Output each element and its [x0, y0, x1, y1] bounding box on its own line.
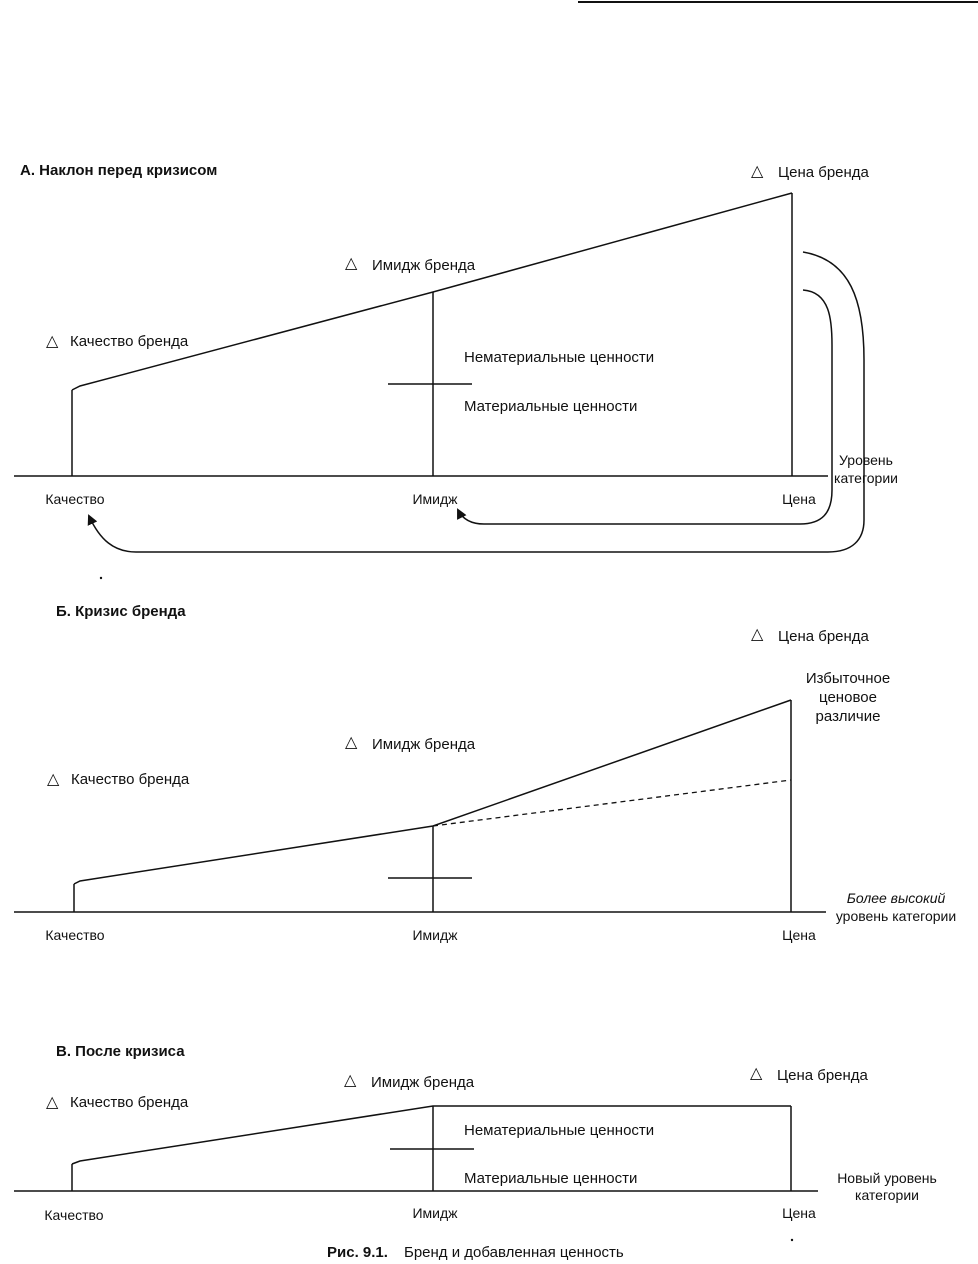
panel-b: Б. Кризис бренда △ Качество бренда △ Ими…	[14, 603, 956, 943]
panel-c-title: В. После кризиса	[56, 1043, 185, 1060]
panel-c-label-brand-quality: Качество бренда	[70, 1094, 189, 1111]
panel-a: А. Наклон перед кризисом △ Качество брен…	[14, 162, 898, 580]
panel-a-axis-quality: Качество	[45, 491, 104, 507]
panel-b-delta-image: △	[345, 734, 358, 751]
panel-c-value-slope	[71, 1105, 791, 1165]
panel-a-axis-image: Имидж	[412, 491, 458, 507]
panel-a-arrow-to-image	[457, 289, 833, 525]
panel-a-delta-price: △	[751, 163, 764, 180]
panel-b-level-line2: уровень категории	[836, 908, 956, 924]
panel-b-delta-price: △	[751, 626, 764, 643]
figure-caption: Рис. 9.1. Бренд и добавленная ценность	[327, 1244, 624, 1261]
panel-b-axis-quality: Качество	[45, 927, 104, 943]
panel-c-label-brand-image: Имидж бренда	[371, 1074, 475, 1091]
panel-a-delta-quality: △	[46, 333, 59, 350]
panel-a-value-slope	[71, 192, 793, 391]
panel-b-level-line1: Более высокий	[847, 890, 946, 906]
panel-a-speck	[99, 576, 103, 580]
panel-a-arrow-to-quality	[87, 251, 865, 553]
panel-c-delta-price: △	[750, 1065, 763, 1082]
caption-text: Бренд и добавленная ценность	[404, 1244, 624, 1261]
panel-b-expected-slope-dashed	[432, 779, 792, 827]
panel-a-label-intangible: Нематериальные ценности	[464, 349, 654, 366]
panel-b-excess-line3: различие	[816, 708, 881, 725]
panel-a-label-brand-quality: Качество бренда	[70, 333, 189, 350]
panel-b-label-brand-quality: Качество бренда	[71, 771, 190, 788]
panel-c-axis-image: Имидж	[412, 1205, 458, 1221]
panel-c-delta-quality: △	[46, 1094, 59, 1111]
panel-c-speck	[790, 1238, 794, 1242]
panel-a-level-line2: категории	[834, 470, 898, 486]
panel-c: В. После кризиса △ Качество бренда △ Ими…	[14, 1043, 937, 1242]
panel-b-excess-line2: ценовое	[819, 689, 877, 706]
panel-a-title: А. Наклон перед кризисом	[20, 162, 217, 179]
panel-c-label-tangible: Материальные ценности	[464, 1170, 637, 1187]
panel-c-delta-image: △	[344, 1072, 357, 1089]
panel-b-value-slope	[73, 699, 792, 885]
panel-c-label-brand-price: Цена бренда	[777, 1067, 869, 1084]
panel-c-level-line2: категории	[855, 1187, 919, 1203]
panel-b-title: Б. Кризис бренда	[56, 603, 186, 620]
panel-a-label-brand-price: Цена бренда	[778, 164, 870, 181]
panel-b-excess-line1: Избыточное	[806, 670, 890, 687]
panel-b-label-brand-image: Имидж бренда	[372, 736, 476, 753]
panel-c-level-line1: Новый уровень	[837, 1170, 937, 1186]
panel-a-label-brand-image: Имидж бренда	[372, 257, 476, 274]
panel-b-axis-price: Цена	[782, 927, 816, 943]
panel-c-axis-quality: Качество	[44, 1207, 103, 1223]
panel-a-delta-image: △	[345, 255, 358, 272]
panel-c-axis-price: Цена	[782, 1205, 816, 1221]
panel-a-label-tangible: Материальные ценности	[464, 398, 637, 415]
panel-b-delta-quality: △	[47, 771, 60, 788]
panel-c-label-intangible: Нематериальные ценности	[464, 1122, 654, 1139]
panel-b-label-brand-price: Цена бренда	[778, 628, 870, 645]
caption-prefix: Рис. 9.1.	[327, 1244, 388, 1261]
panel-b-axis-image: Имидж	[412, 927, 458, 943]
panel-a-level-line1: Уровень	[839, 452, 893, 468]
panel-a-axis-price: Цена	[782, 491, 816, 507]
